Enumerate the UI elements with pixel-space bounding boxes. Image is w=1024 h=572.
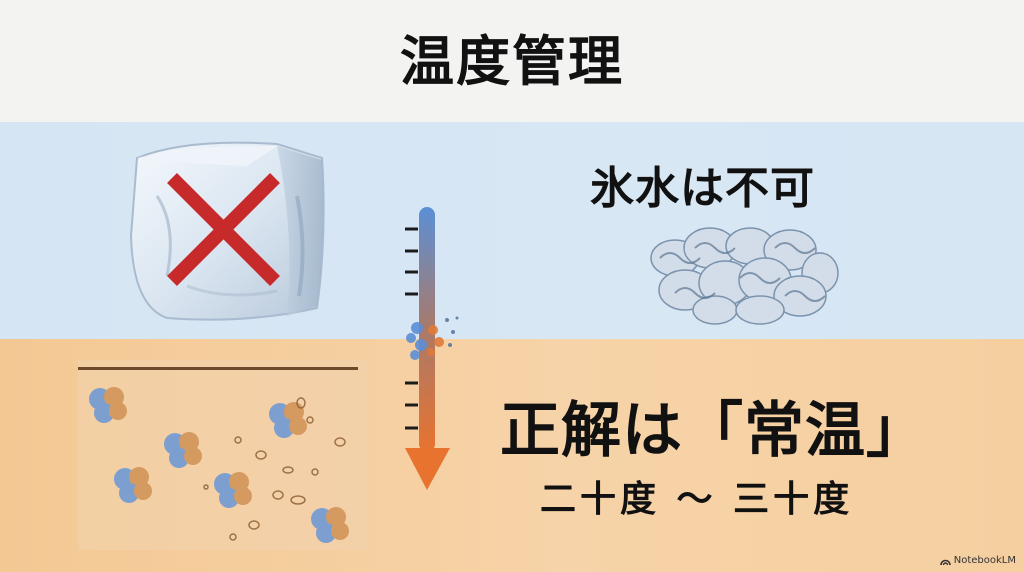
frozen-protein-icon	[650, 227, 839, 325]
correct-answer-heading: 正解は「常温」	[500, 396, 927, 466]
title-band	[0, 0, 1024, 122]
temperature-arrow-icon	[405, 207, 459, 490]
temperature-range-label: 二十度 ～ 三十度	[540, 479, 854, 520]
slide-title: 温度管理	[400, 30, 624, 93]
notebooklm-logo-icon	[939, 559, 951, 565]
notebooklm-watermark: NotebookLM	[939, 555, 1016, 566]
ice-cube-x-icon	[129, 141, 325, 321]
no-ice-water-label: 氷水は不可	[590, 163, 815, 214]
watermark-text: NotebookLM	[953, 555, 1016, 566]
room-temp-proteins-image	[78, 360, 368, 550]
